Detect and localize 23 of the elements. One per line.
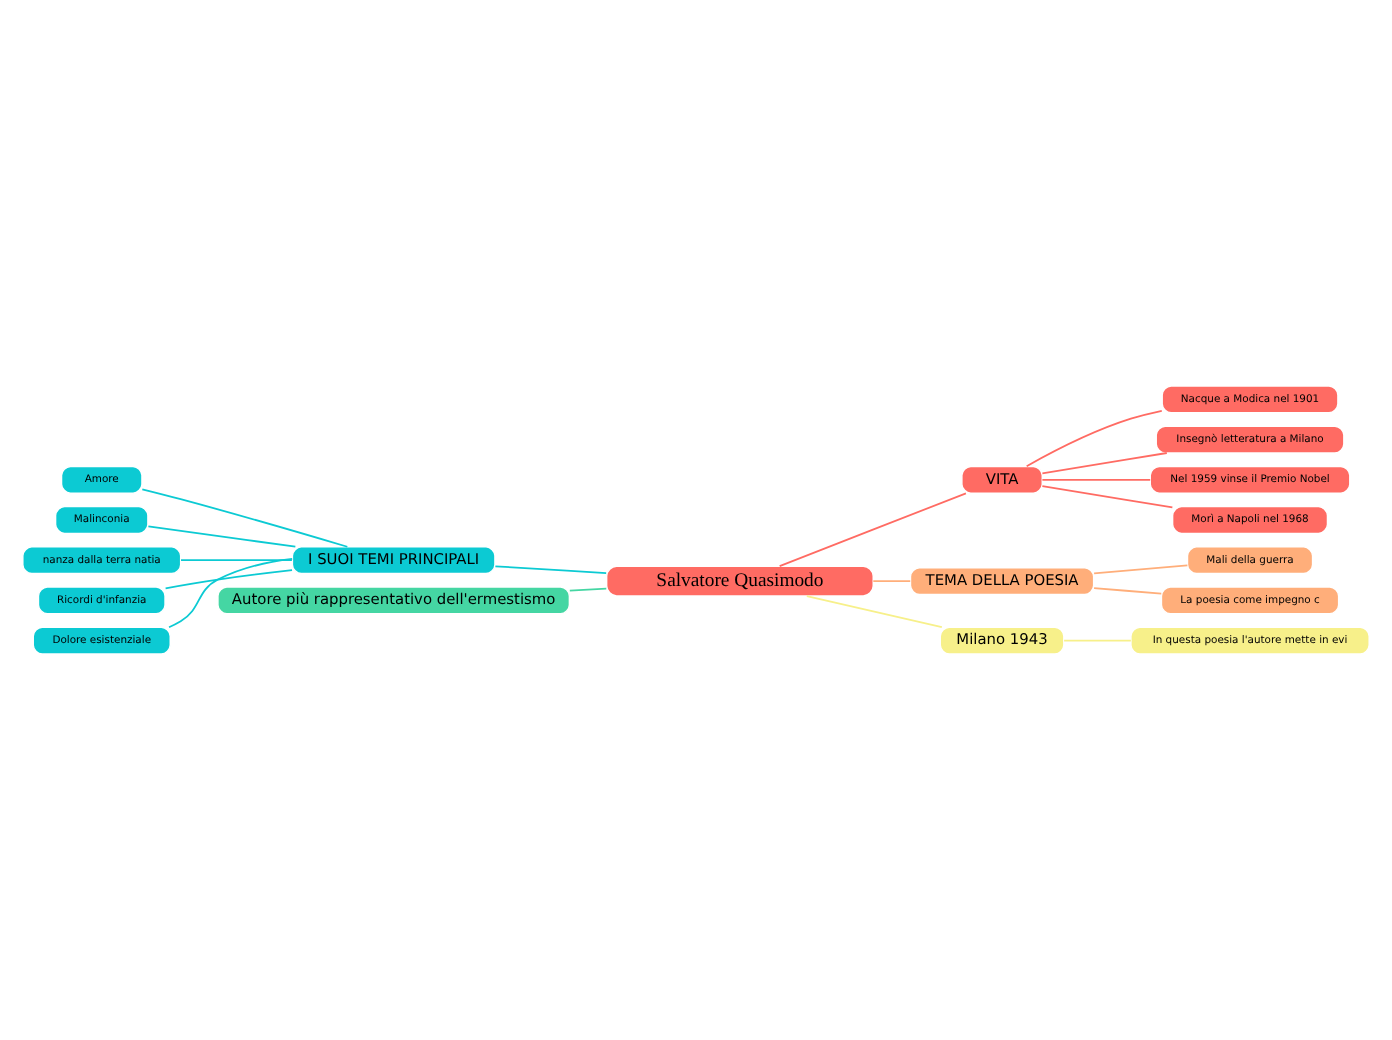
connector [147,525,297,548]
connector [872,580,912,582]
connector [1041,485,1174,509]
connector [180,559,293,562]
node-box: Salvatore Quasimodo [605,565,874,597]
connector [1041,478,1152,481]
node-box: Milano 1943 [939,626,1065,655]
connector [1041,452,1168,475]
connector [805,595,943,629]
connector [1093,564,1189,575]
connector [164,569,293,590]
connector [168,557,294,629]
node-box: TEMA DELLA POESIA [909,566,1095,596]
connector [1093,587,1163,595]
node-box: VITA [961,465,1044,494]
node-box: I SUOI TEMI PRINCIPALI [291,546,496,575]
connector [778,492,967,568]
connector [141,488,349,548]
connector [1063,639,1132,642]
connector [494,565,608,574]
node-box: Autore più rappresentativo dell'ermestismo [217,586,571,615]
connector [568,587,608,592]
connector [1025,409,1163,468]
